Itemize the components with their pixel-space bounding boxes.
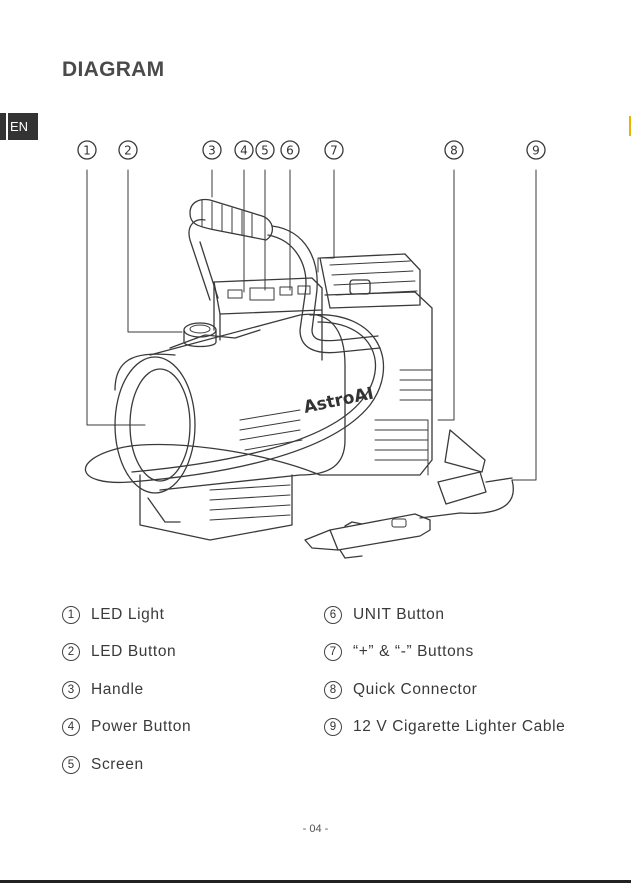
legend-number: 4: [62, 718, 80, 736]
callout-9: 9: [527, 141, 545, 159]
page-title: DIAGRAM: [62, 58, 164, 82]
leader-lines: [87, 170, 536, 480]
legend-item-unit-button: 6 UNIT Button: [324, 596, 565, 634]
legend-label: “+” & “-” Buttons: [353, 643, 474, 661]
callout-4-label: 4: [240, 144, 248, 158]
legend-item-quick-connector: 8 Quick Connector: [324, 671, 565, 709]
callout-3: 3: [203, 141, 221, 159]
housing-vents: [240, 410, 302, 450]
legend-label: Power Button: [91, 718, 191, 736]
legend-label: Handle: [91, 681, 144, 699]
quick-connector-port: [350, 280, 370, 294]
legend-item-led-button: 2 LED Button: [62, 634, 191, 672]
callout-7: 7: [325, 141, 343, 159]
quick-connector: [438, 430, 512, 504]
led-button-cap: [190, 325, 210, 333]
legend-label: LED Light: [91, 606, 164, 624]
front-base-fins: [210, 485, 290, 520]
callout-9-label: 9: [532, 144, 540, 158]
legend-number: 5: [62, 756, 80, 774]
callout-8-label: 8: [450, 144, 458, 158]
legend-item-power-button: 4 Power Button: [62, 709, 191, 747]
callout-3-label: 3: [208, 144, 216, 158]
callout-6: 6: [281, 141, 299, 159]
legend-label: Quick Connector: [353, 681, 477, 699]
callout-2: 2: [119, 141, 137, 159]
callout-1: 1: [78, 141, 96, 159]
legend-label: 12 V Cigarette Lighter Cable: [353, 718, 565, 736]
page-number: - 04 -: [0, 823, 631, 835]
legend-number: 2: [62, 643, 80, 661]
front-base: [140, 475, 292, 540]
legend-number: 6: [324, 606, 342, 624]
callout-2-label: 2: [124, 144, 132, 158]
callout-5: 5: [256, 141, 274, 159]
legend-number: 9: [324, 718, 342, 736]
legend-label: UNIT Button: [353, 606, 445, 624]
legend-label: Screen: [91, 756, 144, 774]
top-fins: [330, 261, 417, 295]
brand-logo: AstroAI: [302, 384, 376, 418]
rear-housing: [320, 292, 432, 475]
legend-left-column: 1 LED Light 2 LED Button 3 Handle 4 Powe…: [62, 596, 191, 784]
legend-number: 7: [324, 643, 342, 661]
legend-item-screen: 5 Screen: [62, 746, 191, 784]
rear-fins: [375, 370, 432, 475]
base-foot: [148, 498, 180, 522]
callout-6-label: 6: [286, 144, 294, 158]
legend-item-plus-minus-buttons: 7 “+” & “-” Buttons: [324, 634, 565, 672]
legend-number: 8: [324, 681, 342, 699]
legend-item-cigarette-lighter-cable: 9 12 V Cigarette Lighter Cable: [324, 709, 565, 747]
cigarette-lighter-plug: [305, 514, 430, 558]
legend-number: 3: [62, 681, 80, 699]
legend-item-handle: 3 Handle: [62, 671, 191, 709]
callout-7-label: 7: [330, 144, 338, 158]
control-panel-buttons: [228, 286, 310, 300]
legend-number: 1: [62, 606, 80, 624]
legend-item-led-light: 1 LED Light: [62, 596, 191, 634]
air-compressor-diagram: 1 2 3 4 5 6 7 8 9: [0, 130, 631, 570]
power-cable: [420, 480, 513, 518]
callout-4: 4: [235, 141, 253, 159]
callout-5-label: 5: [261, 144, 269, 158]
callout-1-label: 1: [83, 144, 91, 158]
callout-8: 8: [445, 141, 463, 159]
legend-right-column: 6 UNIT Button 7 “+” & “-” Buttons 8 Quic…: [324, 596, 565, 746]
legend-label: LED Button: [91, 643, 176, 661]
